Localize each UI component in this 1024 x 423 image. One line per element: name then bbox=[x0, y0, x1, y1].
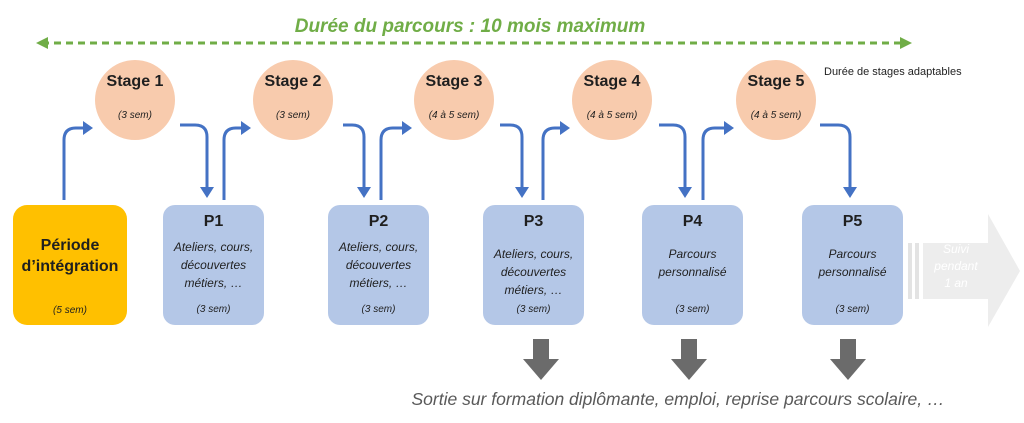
phase-p2-line-2: découvertes bbox=[345, 258, 412, 272]
phase-p3-line-2: découvertes bbox=[500, 265, 567, 279]
phase-p2-line-3: métiers, … bbox=[349, 276, 408, 290]
phase-p2-duration: (3 sem) bbox=[361, 304, 396, 315]
stage-1-circle: Stage 1 (3 sem) bbox=[95, 60, 175, 140]
stage-1-name: Stage 1 bbox=[106, 73, 164, 90]
phase-p3-name: P3 bbox=[523, 213, 544, 230]
duration-title: Durée du parcours : 10 mois maximum bbox=[294, 16, 646, 37]
stage-3-circle: Stage 3 (4 à 5 sem) bbox=[414, 60, 494, 140]
followup-line-2: pendant bbox=[934, 259, 978, 273]
phase-p5-duration: (3 sem) bbox=[835, 304, 870, 315]
phase-p3-description: Ateliers, cours, découvertes métiers, … bbox=[485, 245, 582, 299]
stage-4-name: Stage 4 bbox=[583, 73, 641, 90]
phase-p2-name: P2 bbox=[368, 213, 389, 230]
stage-5-duration: (4 à 5 sem) bbox=[750, 110, 802, 121]
followup-arrow bbox=[908, 214, 1020, 327]
phase-p4-duration: (3 sem) bbox=[675, 304, 710, 315]
adaptable-duration-note: Durée de stages adaptables bbox=[824, 66, 962, 78]
phase-p2-description: Ateliers, cours, découvertes métiers, … bbox=[330, 238, 427, 292]
followup-line-3: 1 an bbox=[944, 276, 968, 290]
stage-1-duration: (3 sem) bbox=[118, 110, 152, 121]
up-arrow-5 bbox=[701, 121, 734, 200]
phase-p5-name: P5 bbox=[842, 213, 863, 230]
down-arrow-5 bbox=[820, 123, 857, 198]
integration-title-line-2: d’intégration bbox=[21, 258, 119, 275]
stage-3-name: Stage 3 bbox=[425, 73, 483, 90]
followup-label: Suivi pendant 1 an bbox=[924, 241, 988, 292]
phase-p4-line-1: Parcours bbox=[668, 247, 717, 261]
stage-5-circle: Stage 5 (4 à 5 sem) bbox=[736, 60, 816, 140]
stage-5-name: Stage 5 bbox=[747, 73, 805, 90]
integration-period-duration: (5 sem) bbox=[53, 305, 87, 316]
exit-outcomes-text: Sortie sur formation diplômante, emploi,… bbox=[411, 389, 945, 409]
phase-p4-name: P4 bbox=[682, 213, 703, 230]
phase-p3-line-3: métiers, … bbox=[504, 283, 563, 297]
exit-arrow-2 bbox=[671, 339, 707, 380]
phase-p4-line-2: personnalisé bbox=[658, 265, 727, 279]
down-arrow-1 bbox=[180, 123, 214, 198]
down-arrow-4 bbox=[659, 123, 692, 198]
phase-p1-line-2: découvertes bbox=[180, 258, 247, 272]
phase-p3-box: P3 Ateliers, cours, découvertes métiers,… bbox=[483, 205, 584, 325]
up-arrow-1 bbox=[62, 121, 93, 200]
phase-p2-box: P2 Ateliers, cours, découvertes métiers,… bbox=[328, 205, 429, 325]
stage-4-circle: Stage 4 (4 à 5 sem) bbox=[572, 60, 652, 140]
phase-p3-duration: (3 sem) bbox=[516, 304, 551, 315]
integration-period-title: Période d’intégration bbox=[13, 235, 127, 277]
exit-arrow-1 bbox=[523, 339, 559, 380]
phase-p4-box: P4 Parcours personnalisé (3 sem) bbox=[642, 205, 743, 325]
phase-p3-line-1: Ateliers, cours, bbox=[493, 247, 574, 261]
phase-p5-line-1: Parcours bbox=[828, 247, 877, 261]
phase-p5-box: P5 Parcours personnalisé (3 sem) bbox=[802, 205, 903, 325]
phase-p1-name: P1 bbox=[203, 213, 224, 230]
exit-arrows bbox=[523, 339, 866, 380]
integration-period-box: Période d’intégration (5 sem) bbox=[13, 205, 127, 325]
phase-p1-line-1: Ateliers, cours, bbox=[173, 240, 254, 254]
up-arrow-2 bbox=[222, 121, 251, 200]
down-arrow-3 bbox=[500, 123, 529, 198]
flow-arrows bbox=[62, 121, 857, 200]
phase-p1-description: Ateliers, cours, découvertes métiers, … bbox=[165, 238, 262, 292]
phase-p5-line-2: personnalisé bbox=[818, 265, 887, 279]
down-arrow-2 bbox=[343, 123, 371, 198]
stage-4-duration: (4 à 5 sem) bbox=[586, 110, 638, 121]
phase-p2-line-1: Ateliers, cours, bbox=[338, 240, 419, 254]
phase-p1-duration: (3 sem) bbox=[196, 304, 231, 315]
phase-p4-description: Parcours personnalisé bbox=[644, 245, 741, 281]
exit-arrow-3 bbox=[830, 339, 866, 380]
stage-2-circle: Stage 2 (3 sem) bbox=[253, 60, 333, 140]
integration-title-line-1: Période bbox=[40, 237, 100, 254]
up-arrow-4 bbox=[541, 121, 570, 200]
phase-p1-box: P1 Ateliers, cours, découvertes métiers,… bbox=[163, 205, 264, 325]
phase-p5-description: Parcours personnalisé bbox=[804, 245, 901, 281]
stage-2-duration: (3 sem) bbox=[276, 110, 310, 121]
up-arrow-3 bbox=[379, 121, 412, 200]
phase-p1-line-3: métiers, … bbox=[184, 276, 243, 290]
stage-3-duration: (4 à 5 sem) bbox=[428, 110, 480, 121]
stage-2-name: Stage 2 bbox=[264, 73, 322, 90]
followup-line-1: Suivi bbox=[942, 242, 969, 256]
